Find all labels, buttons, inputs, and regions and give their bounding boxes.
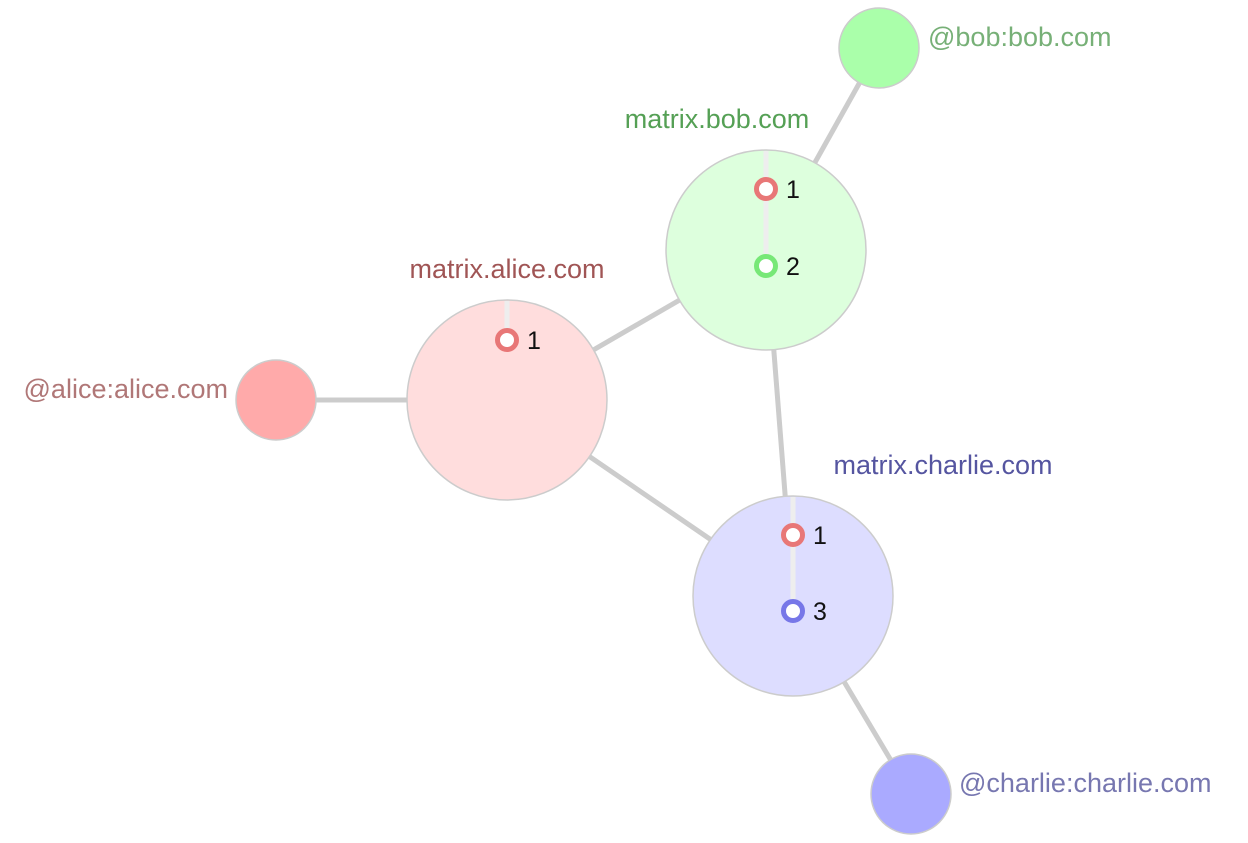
event-node[interactable] [781,599,805,623]
labels-layer: matrix.alice.com matrix.bob.com matrix.cha… [24,22,1212,798]
server-label-alice: matrix.alice.com [409,254,604,284]
user-label-charlie: @charlie:charlie.com [959,768,1212,798]
server-node-bob[interactable]: 12 [665,149,867,351]
event-node[interactable] [495,328,519,352]
event-label: 1 [527,327,541,355]
server-label-bob: matrix.bob.com [625,104,810,134]
event-node[interactable] [781,523,805,547]
event-label: 1 [813,522,827,550]
event-label: 1 [786,176,800,204]
event-label: 3 [813,598,827,626]
event-node[interactable] [754,177,778,201]
user-node-bob[interactable] [838,7,920,89]
server-node-charlie[interactable]: 13 [692,495,894,697]
server-node-alice[interactable]: 1 [406,299,608,501]
event-node[interactable] [754,254,778,278]
user-label-alice: @alice:alice.com [24,374,228,404]
server-circle[interactable] [406,299,608,501]
user-node-charlie[interactable] [870,753,952,835]
server-label-charlie: matrix.charlie.com [833,450,1052,480]
event-label: 2 [786,253,800,281]
user-label-bob: @bob:bob.com [928,22,1112,52]
user-node-alice[interactable] [235,359,317,441]
